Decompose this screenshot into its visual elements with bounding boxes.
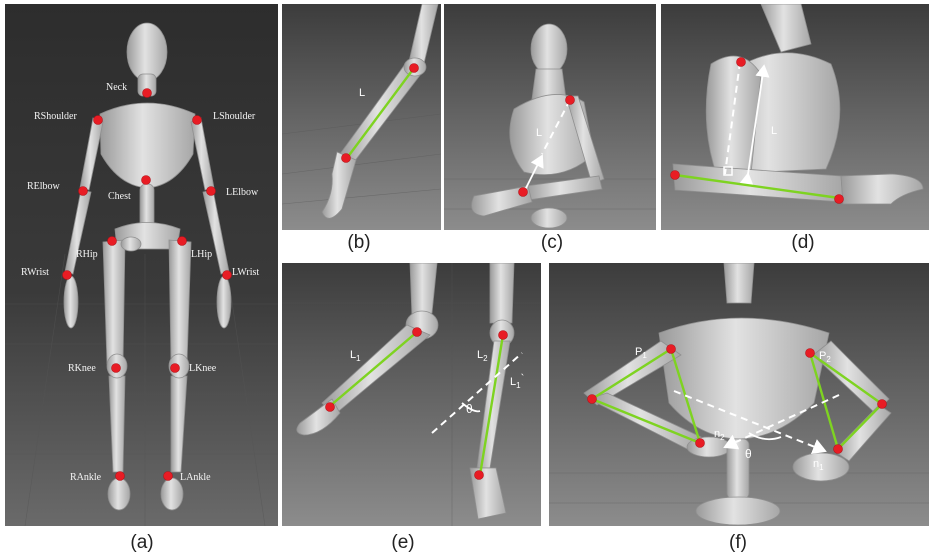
joint-ankle-right-e bbox=[475, 471, 484, 480]
joint-knee-left-e bbox=[413, 328, 422, 337]
joint-rwrist bbox=[63, 271, 72, 280]
label-chest: Chest bbox=[108, 191, 131, 202]
joint-lshoulder bbox=[193, 116, 202, 125]
joint-ankle-left-e bbox=[326, 403, 335, 412]
length-label-b: L bbox=[359, 87, 365, 99]
caption-d: (d) bbox=[773, 232, 833, 254]
caption-c: (c) bbox=[522, 232, 582, 254]
joint-lwrist bbox=[223, 271, 232, 280]
joint-chest bbox=[142, 176, 151, 185]
panel-c-arm-length: L bbox=[444, 4, 656, 230]
joint-lelbow-f bbox=[588, 395, 597, 404]
joint-knee-right-e bbox=[499, 331, 508, 340]
label-neck: Neck bbox=[106, 82, 127, 93]
panel-b-figure: L bbox=[282, 4, 441, 230]
joint-relbow bbox=[79, 187, 88, 196]
label-theta-f: θ bbox=[745, 447, 752, 461]
label-rwrist: RWrist bbox=[21, 267, 49, 278]
panel-d-upper-arm-length: L bbox=[661, 4, 929, 230]
joint-lwrist-f bbox=[696, 439, 705, 448]
joint-rknee bbox=[112, 364, 121, 373]
joint-wrist-d bbox=[835, 195, 844, 204]
joint-lknee bbox=[171, 364, 180, 373]
label-theta-e: θ bbox=[466, 402, 473, 416]
label-lshoulder: LShoulder bbox=[213, 111, 256, 122]
caption-e: (e) bbox=[373, 532, 433, 554]
label-rhip: RHip bbox=[76, 249, 98, 260]
caption-b: (b) bbox=[329, 232, 389, 254]
panel-f-figure: P1 P2 n2 n1 θ bbox=[549, 263, 929, 526]
length-label-d: L bbox=[771, 125, 777, 137]
label-lelbow: LElbow bbox=[226, 187, 259, 198]
joint-rshoulder-f bbox=[806, 349, 815, 358]
joint-shoulder-d bbox=[737, 58, 746, 67]
caption-f: (f) bbox=[708, 532, 768, 554]
length-label-c: L bbox=[536, 127, 542, 139]
joint-neck bbox=[143, 89, 152, 98]
joint-shoulder bbox=[566, 96, 575, 105]
panel-b-forearm-length: L bbox=[282, 4, 441, 230]
joint-rwrist-f bbox=[834, 445, 843, 454]
joint-rshoulder bbox=[94, 116, 103, 125]
label-relbow: RElbow bbox=[27, 181, 61, 192]
panel-a-full-skeleton: Neck RShoulder LShoulder RElbow LElbow C… bbox=[5, 4, 278, 526]
joint-lhip bbox=[178, 237, 187, 246]
label-rknee: RKnee bbox=[68, 363, 96, 374]
panel-f-arm-plane-angle: P1 P2 n2 n1 θ bbox=[549, 263, 929, 526]
label-lknee: LKnee bbox=[189, 363, 217, 374]
panel-e-leg-length: L1 L2 L1` θ bbox=[282, 263, 541, 526]
caption-a: (a) bbox=[112, 532, 172, 554]
joint-wrist-c bbox=[519, 188, 528, 197]
label-lwrist: LWrist bbox=[232, 267, 259, 278]
joint-rhip bbox=[108, 237, 117, 246]
joint-relbow-f bbox=[878, 400, 887, 409]
label-rankle: RAnkle bbox=[70, 472, 102, 483]
joint-lshoulder-f bbox=[667, 345, 676, 354]
label-lankle: LAnkle bbox=[180, 472, 211, 483]
joint-lelbow bbox=[207, 187, 216, 196]
joint-wrist bbox=[342, 154, 351, 163]
panel-a-figure: Neck RShoulder LShoulder RElbow LElbow C… bbox=[5, 4, 278, 526]
panel-e-figure: L1 L2 L1` θ bbox=[282, 263, 541, 526]
panel-d-figure: L bbox=[661, 4, 929, 230]
joint-lankle bbox=[164, 472, 173, 481]
panel-c-figure: L bbox=[444, 4, 656, 230]
joint-elbow-d bbox=[671, 171, 680, 180]
label-lhip: LHip bbox=[191, 249, 212, 260]
joint-elbow bbox=[410, 64, 419, 73]
label-rshoulder: RShoulder bbox=[34, 111, 77, 122]
joint-rankle bbox=[116, 472, 125, 481]
